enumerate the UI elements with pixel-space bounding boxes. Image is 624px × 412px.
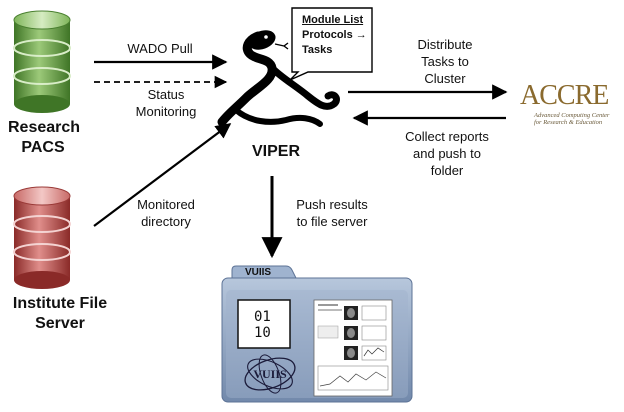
vuiis-logo-icon: VUIIS [244, 354, 296, 394]
database-icon [13, 186, 71, 289]
push-results-label: Push results to file server [296, 197, 368, 229]
arrow-monitored-directory [93, 123, 232, 227]
callout-text: Module List Protocols → Tasks [302, 13, 367, 58]
accre-logo-icon: ACCRE [520, 80, 609, 112]
folder-icon: VUIIS [221, 265, 413, 403]
callout-line1: Protocols → [302, 29, 367, 41]
research-pacs-label: Research PACS [8, 119, 81, 156]
python-snake-icon [217, 30, 340, 127]
status-monitoring-label: Status Monitoring [135, 87, 197, 119]
distribute-label: Distribute Tasks to Cluster [417, 37, 473, 86]
database-icon [13, 10, 71, 113]
document-thumbnail-icon [313, 299, 393, 397]
collect-label: Collect reports and push to folder [405, 129, 489, 178]
institute-server-label: Institute File Server [12, 295, 108, 332]
module-list-callout [289, 7, 373, 81]
callout-line2: Tasks [302, 44, 333, 56]
callout-title: Module List [302, 14, 364, 26]
svg-text:VUIIS: VUIIS [253, 367, 287, 381]
wado-pull-label: WADO Pull [127, 41, 193, 56]
folder-tab-label: VUIIS [244, 267, 272, 278]
accre-logo-text: ACCRE [520, 80, 609, 111]
viper-label: VIPER [251, 143, 300, 160]
accre-subtitle: Advanced Computing Center for Research &… [534, 112, 610, 126]
binary-icon: 01 10 [254, 309, 271, 341]
monitored-directory-label: Monitored directory [137, 197, 195, 229]
